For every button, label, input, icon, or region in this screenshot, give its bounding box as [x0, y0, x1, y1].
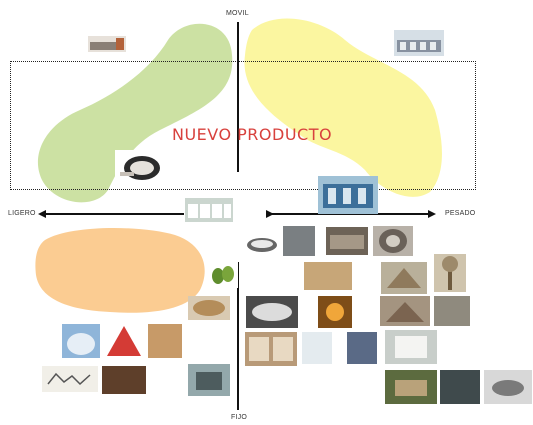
arrow-right-small-icon	[266, 210, 274, 218]
tree-house-photo	[385, 370, 437, 404]
shelter-photo	[326, 227, 368, 255]
wood-shelf-photo	[148, 324, 182, 358]
mobile-pod-photo	[115, 150, 165, 186]
label-movil: MOVIL	[226, 10, 249, 17]
new-product-zone	[10, 61, 476, 190]
vertical-axis-top	[237, 22, 239, 172]
green-seeds-photo	[208, 262, 238, 288]
label-pesado: PESADO	[445, 210, 476, 217]
blue-dome-photo	[62, 324, 100, 358]
hanging-tent-photo	[484, 370, 532, 404]
arrow-left-icon	[38, 210, 46, 218]
wood-structure-photo	[304, 262, 352, 290]
blue-bubble-photo	[347, 332, 377, 364]
white-module-row-photo	[185, 198, 233, 222]
pod-render-photo	[244, 233, 280, 257]
white-pod-photo	[385, 330, 437, 364]
interior-dark-photo	[102, 366, 146, 394]
garden-tent-photo	[434, 296, 470, 326]
house-row-photo	[394, 30, 444, 56]
bike-shelter-photo	[440, 370, 480, 404]
orange-light-photo	[318, 296, 352, 328]
shell-photo	[188, 296, 230, 320]
vertical-axis-bottom	[237, 262, 239, 410]
label-fijo: FIJO	[231, 414, 247, 421]
horizontal-axis-left	[44, 213, 184, 215]
vehicle-photo	[88, 36, 126, 52]
plan-drawing-photo	[42, 366, 98, 392]
arrow-right-icon	[428, 210, 436, 218]
capsule-photo	[246, 296, 298, 328]
tower-photo	[434, 254, 466, 292]
tent-photo	[381, 262, 427, 294]
label-ligero: LIGERO	[8, 210, 36, 217]
red-cone-photo	[103, 324, 145, 360]
blue-structure-photo	[318, 176, 378, 214]
interior-cards-photo	[245, 332, 297, 366]
title-nuevo-producto: NUEVO PRODUCTO	[172, 125, 333, 144]
tunnel-photo	[373, 226, 413, 256]
timber-hut-photo	[380, 296, 430, 326]
dark-interior-photo	[283, 226, 315, 256]
small-plan-photo	[302, 332, 332, 364]
cabin-photo	[188, 364, 230, 396]
